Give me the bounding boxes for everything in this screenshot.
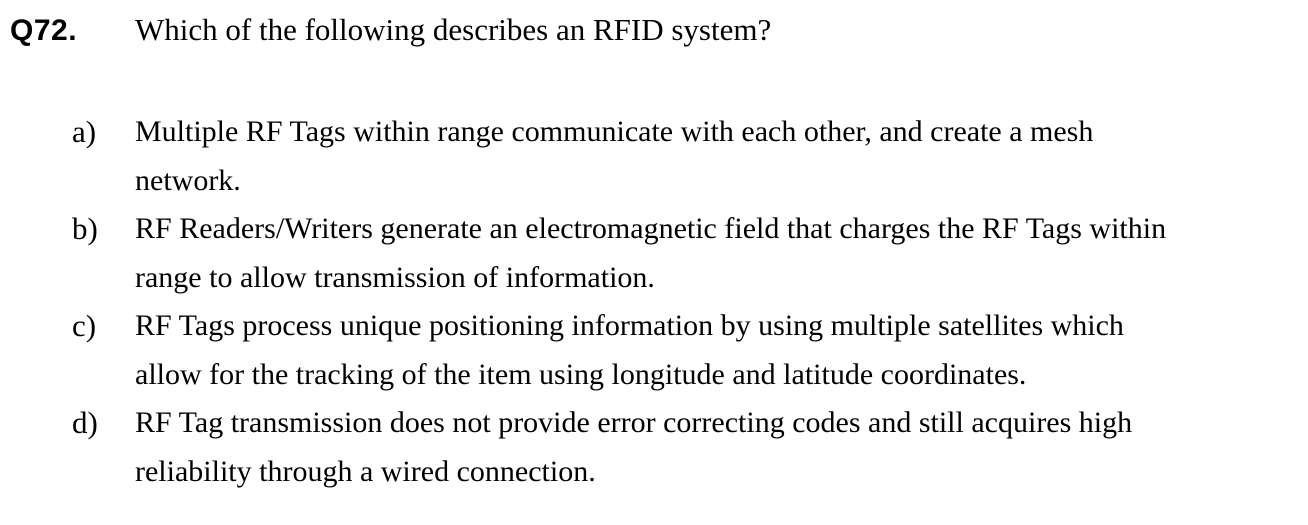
option-b-line-2: range to allow transmission of informati… bbox=[135, 260, 655, 294]
option-c-text: RF Tags process unique positioning infor… bbox=[135, 302, 1308, 399]
option-d-line-2: reliability through a wired connection. bbox=[135, 454, 596, 488]
option-a-line-2: network. bbox=[135, 163, 241, 197]
option-d-text: RF Tag transmission does not provide err… bbox=[135, 399, 1308, 496]
options-list: a) Multiple RF Tags within range communi… bbox=[0, 108, 1308, 496]
option-b-text: RF Readers/Writers generate an electroma… bbox=[135, 205, 1308, 302]
option-a: a) Multiple RF Tags within range communi… bbox=[0, 108, 1308, 205]
option-d-letter: d) bbox=[72, 405, 98, 440]
option-b: b) RF Readers/Writers generate an electr… bbox=[0, 205, 1308, 302]
option-b-line-1: RF Readers/Writers generate an electroma… bbox=[135, 212, 1167, 245]
option-a-letter: a) bbox=[72, 114, 97, 149]
option-a-text: Multiple RF Tags within range communicat… bbox=[135, 108, 1308, 205]
option-a-line-1: Multiple RF Tags within range communicat… bbox=[135, 115, 1094, 148]
question-header: Q72. Which of the following describes an… bbox=[0, 0, 1308, 48]
option-c-letter: c) bbox=[72, 308, 97, 343]
option-c: c) RF Tags process unique positioning in… bbox=[0, 302, 1308, 399]
option-d: d) RF Tag transmission does not provide … bbox=[0, 399, 1308, 496]
option-d-line-1: RF Tag transmission does not provide err… bbox=[135, 406, 1133, 439]
question-number: Q72. bbox=[10, 14, 78, 47]
option-b-letter: b) bbox=[72, 211, 98, 246]
question-text: Which of the following describes an RFID… bbox=[135, 12, 772, 47]
option-c-line-1: RF Tags process unique positioning infor… bbox=[135, 309, 1124, 342]
option-c-line-2: allow for the tracking of the item using… bbox=[135, 357, 1027, 391]
